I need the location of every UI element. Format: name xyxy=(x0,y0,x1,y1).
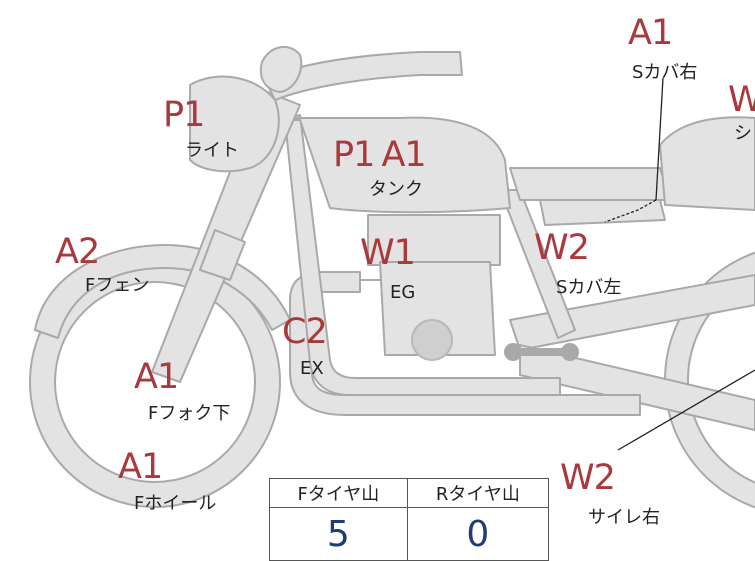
marker-engine[interactable]: W1 EG xyxy=(360,228,416,303)
damage-code: A1 xyxy=(131,352,182,402)
part-label: EX xyxy=(300,358,324,379)
front-tire-value: 5 xyxy=(269,507,408,561)
part-label: Fフォク下 xyxy=(148,403,231,424)
damage-code: C2 xyxy=(279,307,330,357)
side-cover-shape xyxy=(539,199,666,226)
front-tire-header: Fタイヤ山 xyxy=(269,478,408,508)
part-label: サイレ右 xyxy=(588,507,660,528)
damage-code: A2 xyxy=(52,227,103,277)
damage-code: W xyxy=(728,80,755,125)
part-label: シ xyxy=(734,123,752,144)
leader-silencer-right xyxy=(617,369,755,451)
damage-code: A1 xyxy=(625,8,676,58)
rear-tire-header: Rタイヤ山 xyxy=(406,478,550,508)
part-label: EG xyxy=(390,282,416,303)
part-label: Fフェン xyxy=(85,275,150,296)
leader-side-cover-right xyxy=(655,77,664,201)
marker-front-fork[interactable]: A1 Fフォク下 xyxy=(131,352,230,424)
fork-upper-shape xyxy=(199,229,246,281)
engine-lower-shape xyxy=(379,261,496,356)
rear-frame-shape xyxy=(519,344,755,431)
seat-shape xyxy=(509,167,671,201)
damage-code: P1 xyxy=(328,130,380,180)
rear-tire-value: 0 xyxy=(406,507,550,561)
mirror-shape xyxy=(260,46,303,93)
handlebar-shape xyxy=(264,51,463,101)
damage-code: A1 xyxy=(115,442,166,492)
damage-code: W1 xyxy=(360,228,416,278)
part-label: タンク xyxy=(369,179,423,200)
part-label: ライト xyxy=(185,140,239,161)
leader-side-cover-right-end xyxy=(604,199,657,223)
part-label: Sカバ右 xyxy=(632,62,698,83)
part-label: Sカバ左 xyxy=(556,277,622,298)
marker-silencer-right[interactable]: W2 サイレ右 xyxy=(560,453,660,528)
marker-tank[interactable]: P1 A1 タンク xyxy=(328,130,429,200)
marker-light[interactable]: P1 ライト xyxy=(158,90,239,161)
marker-front-wheel[interactable]: A1 Fホイール xyxy=(115,442,216,514)
damage-code: W2 xyxy=(560,453,616,503)
rear-cowl-shape xyxy=(659,116,755,211)
tire-tread-table: Fタイヤ山 Rタイヤ山 5 0 xyxy=(269,478,550,561)
marker-side-cover-left[interactable]: W2 Sカバ左 xyxy=(534,223,621,298)
marker-side-cover-right[interactable]: A1 Sカバ右 xyxy=(625,8,697,83)
marker-seat[interactable]: W シ xyxy=(728,80,755,160)
marker-exhaust[interactable]: C2 EX xyxy=(279,307,330,379)
headlight-shape xyxy=(189,75,280,173)
damage-code: W2 xyxy=(534,223,590,273)
frame-shape xyxy=(284,114,561,396)
part-label: Fホイール xyxy=(134,493,217,514)
damage-code: P1 xyxy=(158,90,210,140)
marker-front-fender[interactable]: A2 Fフェン xyxy=(52,227,149,296)
damage-code: A1 xyxy=(378,130,429,180)
